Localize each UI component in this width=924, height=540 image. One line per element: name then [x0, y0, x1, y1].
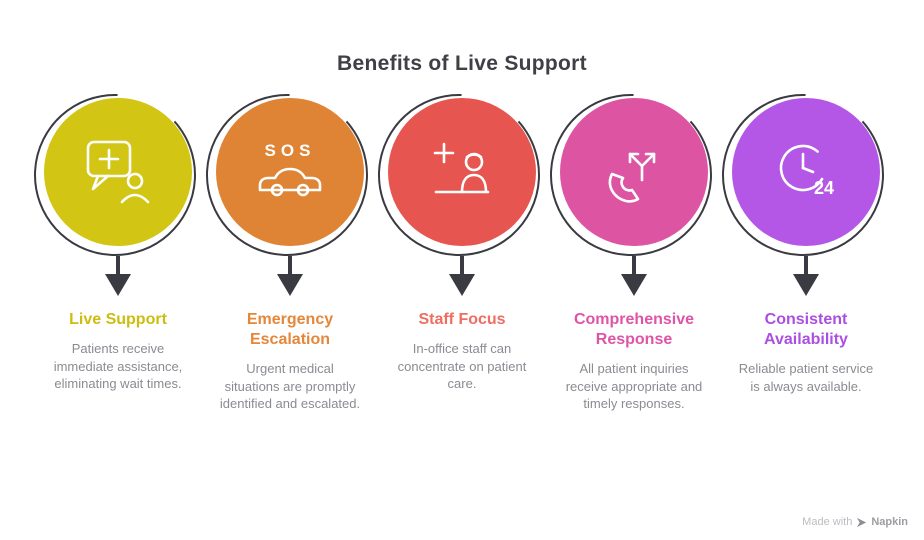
benefit-graphic: SOS	[204, 90, 376, 304]
benefit-description: In-office staff can concentrate on patie…	[397, 341, 527, 392]
benefit-description: All patient inquiries receive appropriat…	[565, 361, 703, 412]
loop-arrow-decoration	[378, 94, 540, 296]
loop-arrow-decoration	[550, 94, 712, 296]
chat-medical-person-icon	[78, 132, 158, 212]
loop-arrow-decoration	[206, 94, 368, 296]
sos-ambulance-icon: SOS	[250, 141, 330, 212]
benefit-item-live-support: Live Support Patients receive immediate …	[32, 90, 204, 413]
benefit-circle: SOS	[216, 98, 364, 246]
benefit-circle: 24	[732, 98, 880, 246]
benefit-heading: Staff Focus	[418, 311, 506, 328]
benefit-item-consistent-availability: 24 Consistent Availability Reliable pati…	[720, 90, 892, 413]
benefit-heading: Emergency Escalation	[246, 311, 334, 348]
benefit-description: Patients receive immediate assistance, e…	[53, 341, 183, 392]
benefit-circle	[388, 98, 536, 246]
benefit-graphic	[32, 90, 204, 304]
loop-arrow-decoration	[34, 94, 196, 296]
benefit-heading: Live Support	[69, 311, 167, 328]
napkin-watermark: Made with Napkin	[802, 516, 908, 528]
benefit-circle	[44, 98, 192, 246]
benefit-description: Reliable patient service is always avail…	[738, 361, 874, 394]
benefit-graphic: 24	[720, 90, 892, 304]
benefit-circle	[560, 98, 708, 246]
napkin-logo-icon	[857, 517, 867, 527]
loop-arrow-decoration	[722, 94, 884, 296]
page-title: Benefits of Live Support	[337, 52, 587, 75]
benefit-graphic	[548, 90, 720, 304]
benefit-graphic	[376, 90, 548, 304]
benefit-heading: Consistent Availability	[764, 311, 848, 348]
benefit-item-emergency-escalation: SOS Emergency Escalation Urgent medical …	[204, 90, 376, 413]
svg-text:24: 24	[814, 178, 834, 198]
benefit-item-staff-focus: Staff Focus In-office staff can concentr…	[376, 90, 548, 413]
phone-routing-icon	[594, 132, 674, 212]
watermark-brand: Napkin	[871, 516, 908, 528]
benefit-item-comprehensive-response: Comprehensive Response All patient inqui…	[548, 90, 720, 413]
watermark-made-with: Made with	[802, 516, 853, 528]
medical-staff-icon	[422, 132, 502, 212]
benefits-row: Live Support Patients receive immediate …	[32, 90, 892, 413]
clock-24h-icon: 24	[766, 132, 834, 198]
benefit-description: Urgent medical situations are promptly i…	[219, 361, 361, 412]
svg-text:SOS: SOS	[265, 141, 316, 160]
benefit-heading: Comprehensive Response	[573, 311, 695, 348]
